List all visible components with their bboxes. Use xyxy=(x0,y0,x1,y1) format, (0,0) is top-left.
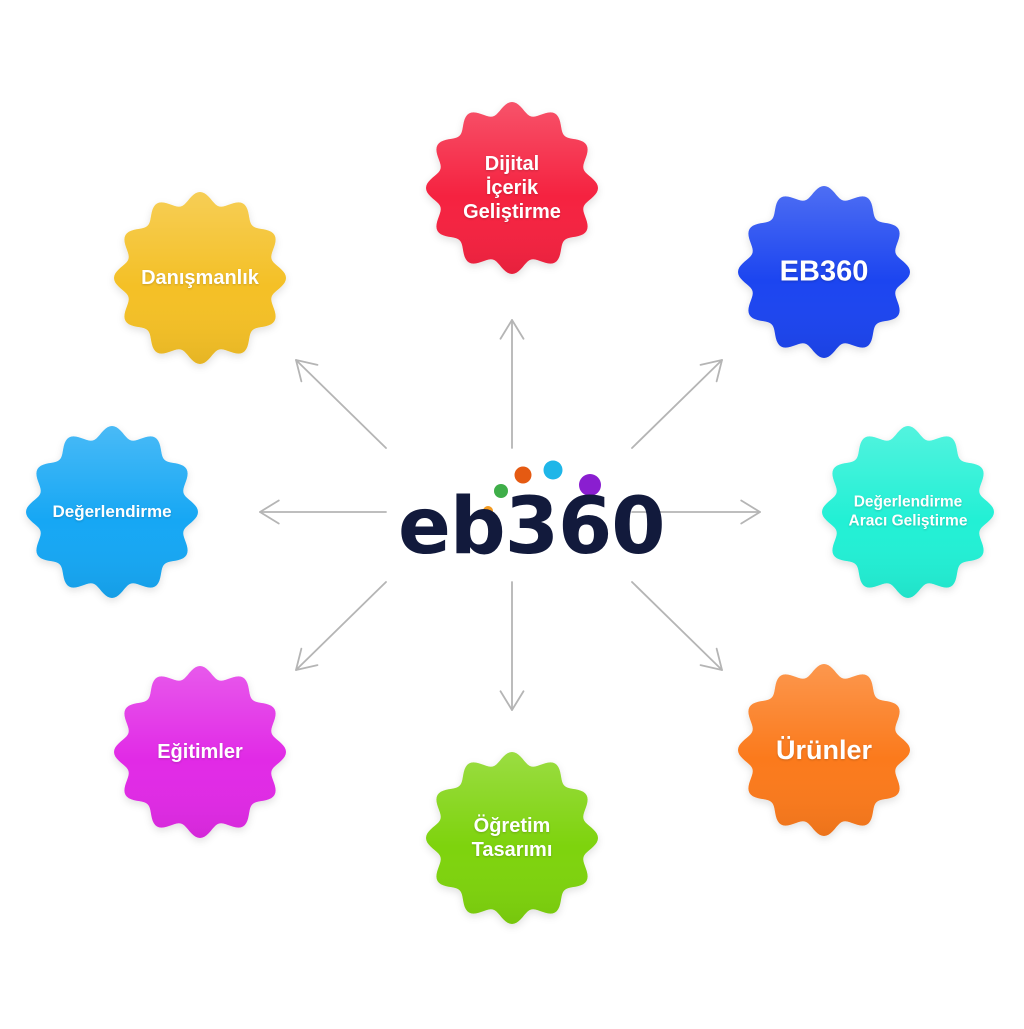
eb360-logo: eb360 xyxy=(398,482,666,572)
arrow-up-left xyxy=(295,359,387,449)
badge-eb360 xyxy=(738,186,910,358)
badge-label-line: Danışmanlık xyxy=(141,267,259,289)
logo-dot xyxy=(543,460,563,480)
badge-label-line: Eğitimler xyxy=(157,741,243,763)
badge-label-line: Tasarımı xyxy=(471,839,553,861)
arrow-down-right xyxy=(631,581,723,671)
badge-label-line: İçerik xyxy=(485,177,539,199)
badge-label-line: Dijital xyxy=(484,153,540,175)
logo-dots xyxy=(483,460,601,516)
arrow-down-left xyxy=(295,581,387,671)
badge-label-line: EB360 xyxy=(779,255,869,288)
arrow-down xyxy=(499,581,525,711)
badge-danismanlik xyxy=(114,192,286,364)
badge-label-line: Geliştirme xyxy=(463,201,561,223)
arrow-right xyxy=(631,499,761,525)
arrow-up-right xyxy=(631,359,723,449)
badge-label-degerlendirme: Değerlendirme xyxy=(52,502,171,522)
logo-dot xyxy=(483,506,493,516)
badge-ogretim-tasarimi xyxy=(426,752,598,924)
badges xyxy=(26,102,994,924)
badge-label-eb360: EB360 xyxy=(780,255,869,290)
arrow-left xyxy=(259,499,387,525)
badge-label-line: Ürünler xyxy=(775,734,873,765)
badge-degerlendirme-araci-gelistirme xyxy=(822,426,994,598)
badge-label-danismanlik: Danışmanlık xyxy=(141,266,259,290)
logo-dot xyxy=(514,466,532,484)
arrow-up xyxy=(499,319,525,449)
badge-label-line: Öğretim xyxy=(473,815,551,837)
badge-urunler xyxy=(738,664,910,836)
badge-egitimler xyxy=(114,666,286,838)
badge-label-egitimler: Eğitimler xyxy=(157,740,243,764)
badge-dijital-icerik-gelistirme xyxy=(426,102,598,274)
logo-dot xyxy=(579,474,601,496)
arrows xyxy=(259,319,761,711)
badge-label-line: Değerlendirme xyxy=(52,501,172,521)
badge-degerlendirme xyxy=(26,426,198,598)
badge-label-urunler: Ürünler xyxy=(776,734,872,766)
logo-dot xyxy=(494,484,508,498)
badge-label-line: Değerlendirme xyxy=(853,493,963,511)
badge-label-line: Aracı Geliştirme xyxy=(848,512,968,529)
